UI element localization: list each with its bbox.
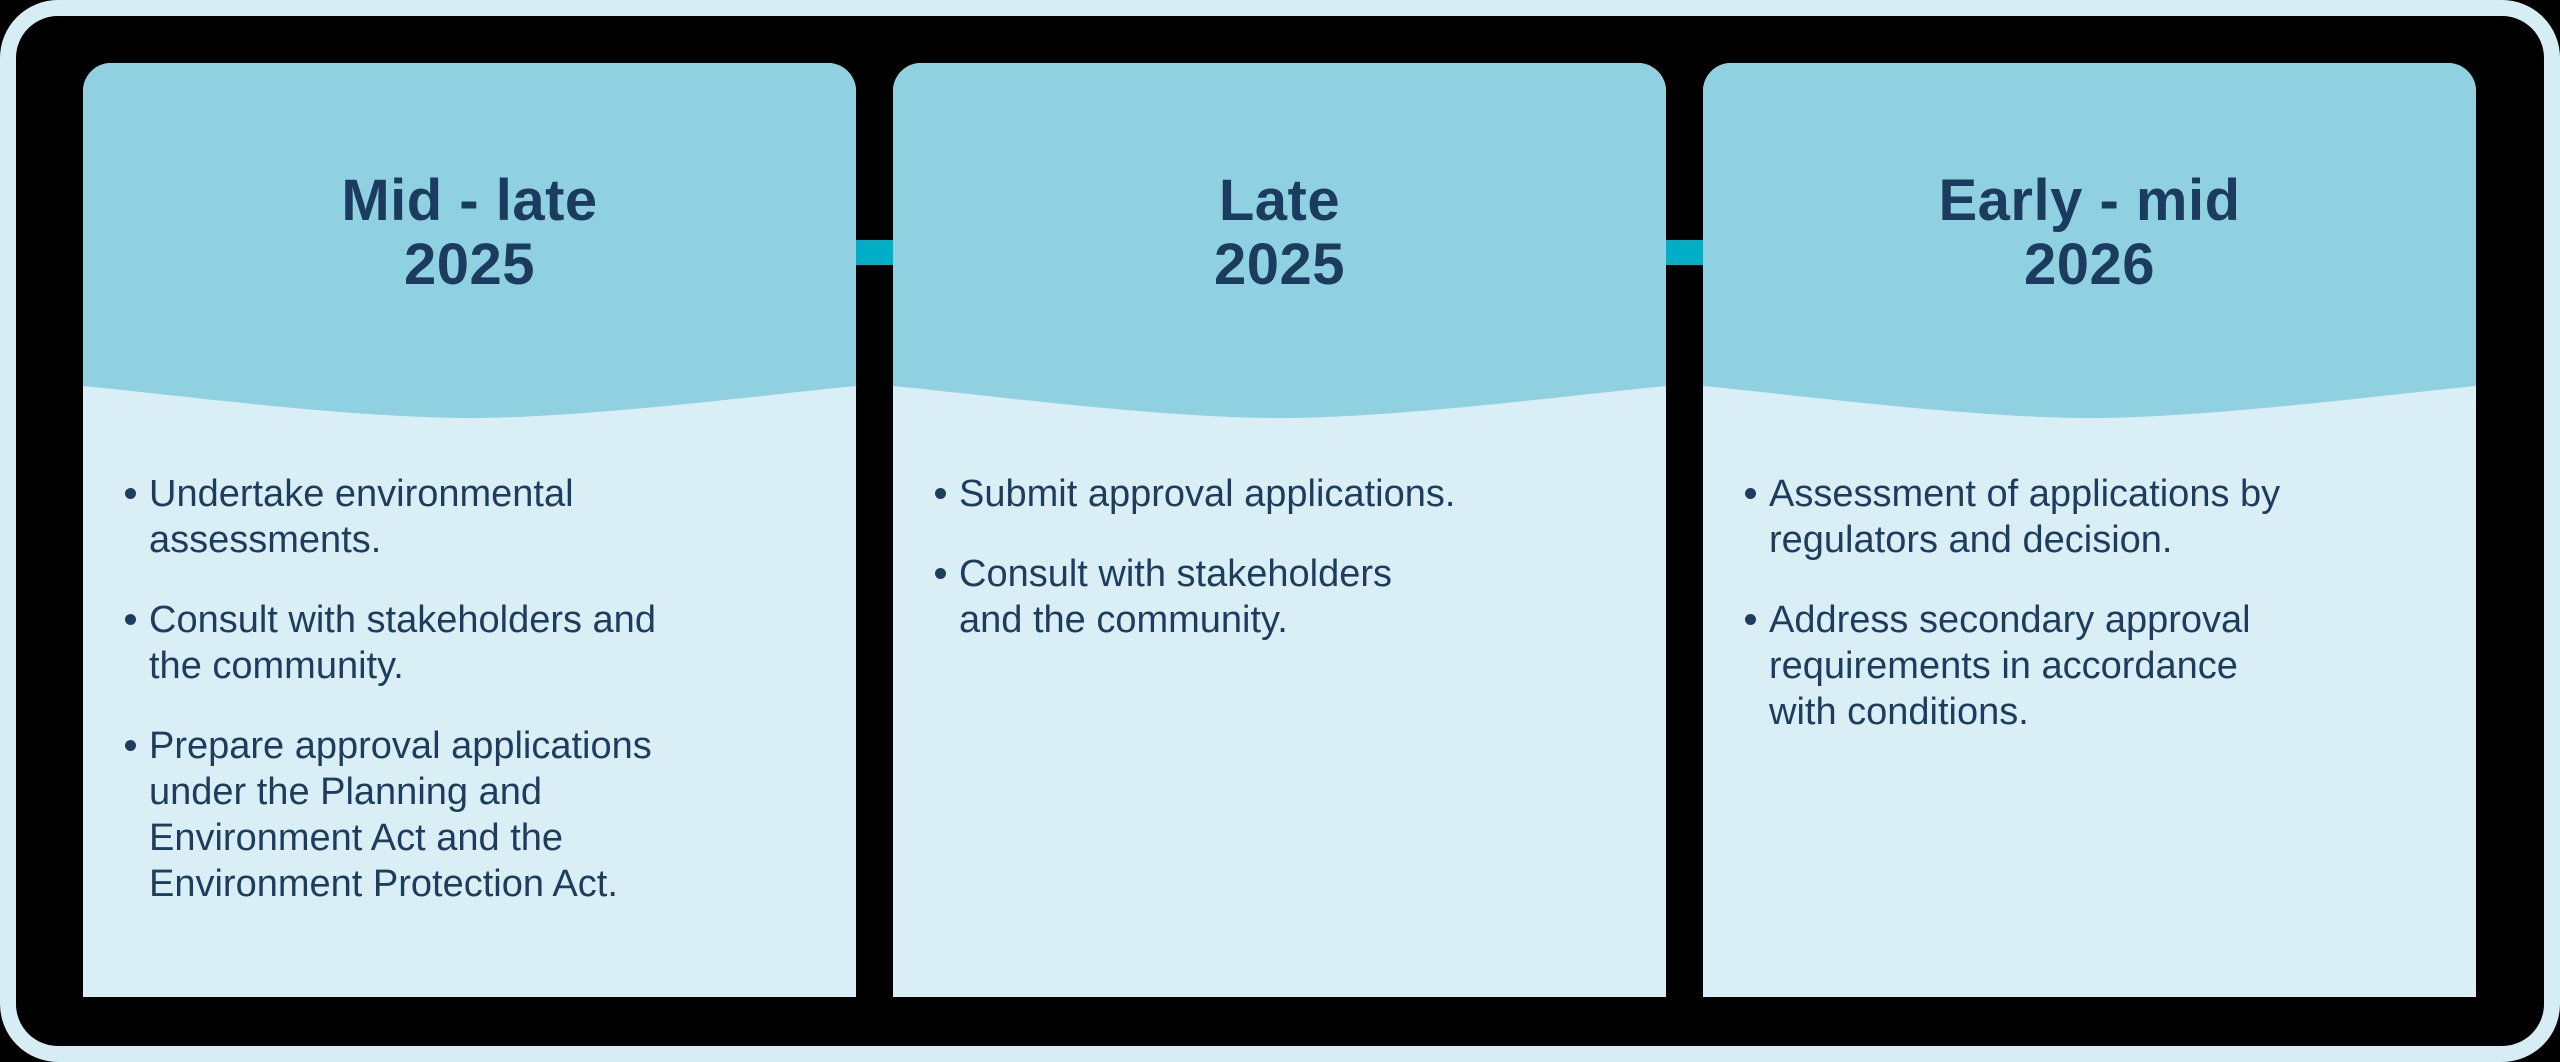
card-activities-list: Assessment of applications by regulators… [1703, 63, 2476, 735]
timeline-card-mid-late-2025: Mid - late 2025 Undertake environmental … [83, 63, 856, 997]
timeline-connector-1 [855, 240, 893, 265]
card-header-wave-shape [893, 63, 1666, 418]
activity-text: Submit approval applications. [959, 473, 1456, 515]
bullet-dot-icon [125, 740, 136, 751]
activity-text: Assessment of applications by regulators… [1769, 473, 2281, 561]
timeline-connector-2 [1666, 240, 1704, 265]
activity-text: Address secondary approval requirements … [1769, 599, 2251, 733]
activity-item: Consult with stakeholders and the commun… [125, 597, 828, 689]
activity-text: Prepare approval applications under the … [149, 725, 652, 905]
bullet-dot-icon [125, 488, 136, 499]
activity-item: Address secondary approval requirements … [1745, 597, 2448, 735]
activity-item: Prepare approval applications under the … [125, 723, 828, 907]
bullet-dot-icon [935, 568, 946, 579]
card-period-title: Late 2025 [1213, 168, 1346, 297]
card-activities-list: Submit approval applications. Consult wi… [893, 63, 1666, 643]
activity-item: Submit approval applications. [935, 471, 1638, 517]
card-header-wave-shape [1703, 63, 2476, 418]
card-header-wave-shape [83, 63, 856, 418]
activity-item: Undertake environmental assessments. [125, 471, 828, 563]
timeline-card-early-mid-2026: Early - mid 2026 Assessment of applicati… [1703, 63, 2476, 997]
activity-text: Consult with stakeholders and the commun… [959, 553, 1392, 641]
bullet-dot-icon [125, 614, 136, 625]
bullet-dot-icon [935, 488, 946, 499]
bullet-dot-icon [1745, 488, 1756, 499]
bullet-dot-icon [1745, 614, 1756, 625]
card-activities-list: Undertake environmental assessments. Con… [83, 63, 856, 907]
card-period-title: Mid - late 2025 [341, 168, 598, 297]
card-period-title: Early - mid 2026 [1938, 168, 2241, 297]
activity-text: Consult with stakeholders and the commun… [149, 599, 656, 687]
timeline-card-late-2025: Late 2025 Submit approval applications. … [893, 63, 1666, 997]
activity-item: Assessment of applications by regulators… [1745, 471, 2448, 563]
activity-item: Consult with stakeholders and the commun… [935, 551, 1638, 643]
activity-text: Undertake environmental assessments. [149, 473, 574, 561]
